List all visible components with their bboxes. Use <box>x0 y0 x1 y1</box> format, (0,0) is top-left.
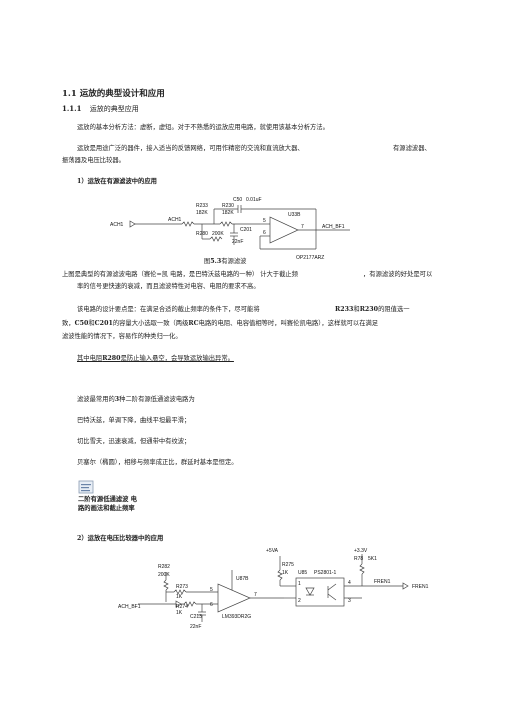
comparator-schematic: +5VA +3.3V R282 200K R273 1K R274 1K C21… <box>118 548 429 630</box>
label-opamp-ref: U33B <box>288 212 301 218</box>
label-comparator-ref: U87B <box>236 576 249 582</box>
section-1-title: 1）运放在有源滤波中的应用 <box>77 178 157 185</box>
paragraph-3-line-1: 上图是典型的有源滤波电路（赛伦=凯 电路，是巴特沃兹电路的一种） 计大于截止频 <box>62 271 298 278</box>
paragraph-6: 滤波最常用的3种二阶有源低通滤波电路为 <box>77 396 195 403</box>
label-pin-6: 6 <box>263 230 266 236</box>
label-c213-value: 22nF <box>190 624 201 630</box>
attachment-label-line-1[interactable]: 二阶有源低通滤波 电 <box>78 496 137 503</box>
label-opto-pin-4: 4 <box>348 580 351 586</box>
label-r274: R274 <box>176 604 188 610</box>
label-c50: C50 <box>233 197 242 203</box>
label-r233: R233 <box>196 203 208 209</box>
label-r275-value: 1K <box>282 570 289 576</box>
label-pin-5: 5 <box>263 218 266 224</box>
label-r230: R230 <box>222 203 234 209</box>
paragraph-intro: 运放的基本分析方法：虚断，虚短。对于不熟悉的运放应用电路，就使用该基本分析方法。 <box>77 124 329 131</box>
label-input-net: ACH_BF1 <box>118 604 141 610</box>
label-5va-rail: +5VA <box>266 548 279 554</box>
subsection-title: 运放的典型应用 <box>89 105 139 113</box>
paragraph-2-line-1a: 运放是用途广泛的器件，接入适当的反馈网络，可用作精密的交流和直流放大器、 <box>77 145 304 152</box>
attachment-icon[interactable] <box>78 480 94 494</box>
figure-1-caption: 图5.3有源滤波 <box>204 258 247 265</box>
label-pin-7: 7 <box>301 224 304 230</box>
section-2-title: 2）运放在电压比较器中的应用 <box>77 535 164 542</box>
attachment-label-line-2[interactable]: 路的画法和截止频率 <box>78 505 135 512</box>
label-3v3-rail: +3.3V <box>354 548 368 554</box>
label-r280: R280 <box>196 231 208 237</box>
label-opto-pin-3: 3 <box>348 598 351 604</box>
label-pin-5: 5 <box>210 587 213 593</box>
filter-type-chebyshev: 切比雪夫，迅速衰减，但通带中有纹波； <box>77 438 191 445</box>
label-opto-ref: U85 <box>298 570 307 576</box>
label-c201-value: 22nF <box>232 239 243 245</box>
label-r275: R275 <box>282 562 294 568</box>
subsection-number: 1.1.1 <box>62 104 82 113</box>
label-c201: C201 <box>240 227 252 233</box>
label-r230-value: 182K <box>222 210 234 216</box>
label-r78: R78 <box>354 556 363 562</box>
paragraph-4-line-1: 该电路的设计要点是：在满足合适的截止频率的条件下，尽可能将 <box>77 306 260 313</box>
paragraph-4-line-2: 致，C50和C201的容量大小选取一致（两级RC电路的电阻、电容值相等时，叫赛伦… <box>62 320 379 327</box>
paragraph-3-line-1d: ，有源滤波的好处是可以 <box>363 271 433 278</box>
label-opto-pin-1: 1 <box>298 581 301 587</box>
label-fren1-net: FREN1 <box>374 579 391 585</box>
label-r233-value: 182K <box>196 210 208 216</box>
paragraph-2-line-1b: 有源滤波器、 <box>393 145 431 152</box>
label-r78-value: 5K1 <box>368 556 377 562</box>
filter-type-bessel: 贝塞尔（椭圆），相移与频率成正比，群延时基本是恒定。 <box>77 459 238 466</box>
label-c213: C213 <box>190 614 202 620</box>
label-pin-7: 7 <box>254 592 257 598</box>
label-pin-6: 6 <box>210 602 213 608</box>
section-heading: 1.1 运放的典型设计和应用 <box>62 89 165 99</box>
label-r273: R273 <box>176 584 188 590</box>
paragraph-3-line-2: 率的信号更快速的衰减，而且滤波特性对电容、电阻的要求不高。 <box>77 283 260 290</box>
paragraph-4-line-1-refs: R233和R230的阻值选一 <box>335 306 410 313</box>
active-filter-schematic: R233 182K R230 182K C50 0.01uF R280 200K… <box>110 197 350 261</box>
label-opto-pin-2: 2 <box>298 598 301 604</box>
label-r282: R282 <box>158 564 170 570</box>
paragraph-4-line-3: 滤波性能的情况下，容易作的种类归一化。 <box>62 333 182 340</box>
label-part-number: OP2177ARZ <box>296 255 324 261</box>
label-r282-value: 200K <box>158 572 170 578</box>
label-opto-part: PS2801-1 <box>314 570 336 576</box>
label-input-net-2: ACH1 <box>168 217 182 223</box>
subsection-heading: 1.1.1 运放的典型应用 <box>62 104 139 114</box>
label-comparator-part: LM393DR2G <box>222 614 251 620</box>
filter-type-butterworth: 巴特沃兹，单调下降，曲线平坦最平滑； <box>77 417 191 424</box>
label-r280-value: 200K <box>212 231 224 237</box>
label-r273-value: 1K <box>176 594 183 600</box>
label-output-net: ACH_BF1 <box>322 224 345 230</box>
label-r274-value: 1K <box>176 610 183 616</box>
paragraph-2-line-2: 振荡器及电压比较器。 <box>62 157 125 164</box>
label-input-net: ACH1 <box>110 222 124 228</box>
label-fren1-output: FREN1 <box>412 584 429 590</box>
label-c50-value: 0.01uF <box>246 197 262 203</box>
paragraph-5: 其中电阻R280是防止输入悬空，会导致运放输出异常。 <box>77 355 234 362</box>
